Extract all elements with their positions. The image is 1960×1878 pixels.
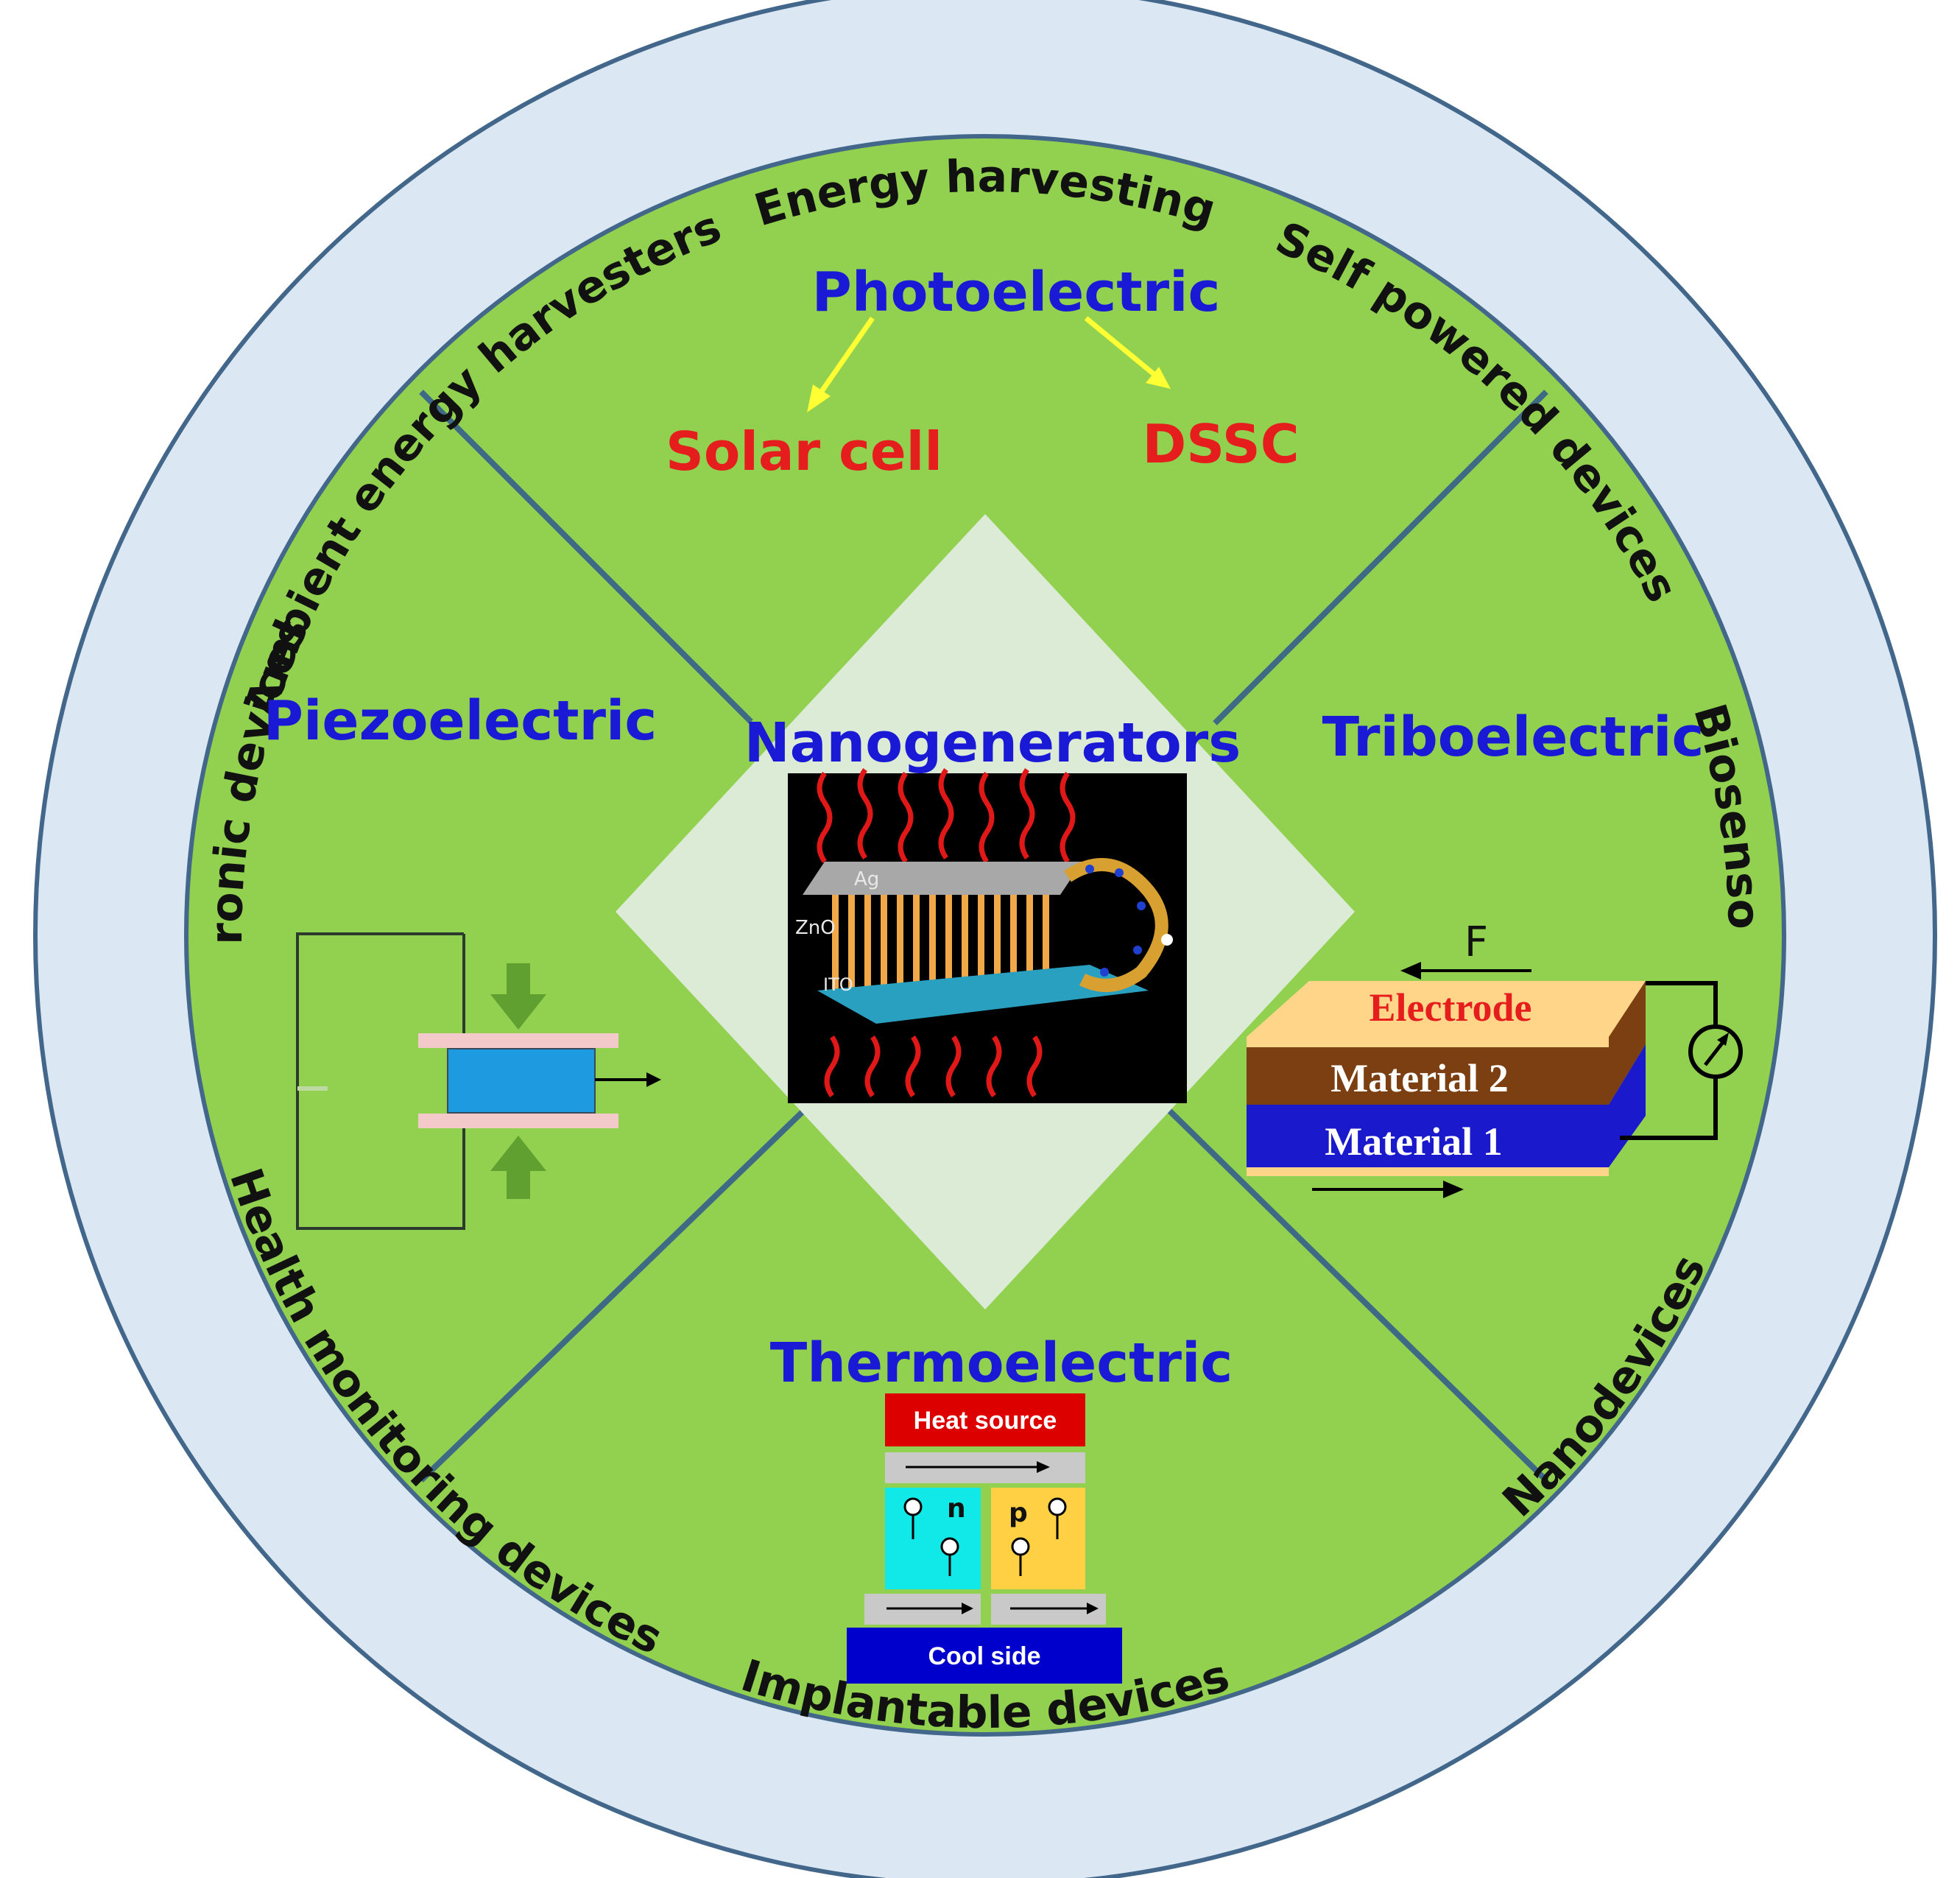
hole-carriers	[1011, 1497, 1067, 1576]
heat-source-label: Heat source	[914, 1407, 1057, 1435]
force-arrow-head	[1400, 962, 1421, 980]
bottom-electrode	[1247, 1167, 1609, 1176]
thermo-device: Heat source n p Cool side	[847, 1393, 1122, 1684]
zno-nanowires	[832, 895, 1049, 991]
photoelectric-arrows	[807, 316, 1171, 412]
piezo-top-plate	[418, 1033, 618, 1048]
tribo-device: F Electrode Material 2 Material 1	[1247, 918, 1743, 1198]
tribo-circuit	[1646, 981, 1718, 1027]
material-1-label: Material 1	[1325, 1119, 1502, 1164]
p-label: p	[1009, 1498, 1028, 1528]
piezo-device	[296, 932, 661, 1230]
piezoelectric-title: Piezoelectric	[264, 689, 657, 753]
compress-arrow-down	[490, 963, 546, 1030]
piezo-crystal	[447, 1048, 596, 1114]
thermoelectric-title: Thermoelectric	[770, 1332, 1233, 1395]
piezo-bottom-plate	[418, 1114, 618, 1128]
dssc-label: DSSC	[1142, 413, 1299, 475]
compress-arrow-up	[490, 1136, 546, 1199]
n-label: n	[947, 1494, 966, 1524]
material-2-layer	[1247, 1047, 1609, 1105]
sector-dividers	[419, 390, 1548, 1483]
ito-label: ITO	[823, 974, 853, 995]
p-type-leg	[991, 1488, 1085, 1589]
tribo-side-blue	[1609, 1044, 1646, 1167]
nanogenerators-title: Nanogenerators	[744, 711, 1241, 775]
heat-waves-top	[817, 767, 1076, 864]
solar-cell-label: Solar cell	[666, 421, 942, 482]
ag-electrode	[803, 862, 1082, 895]
load-bulb	[1161, 934, 1173, 946]
photoelectric-title: Photoelectric	[812, 261, 1221, 324]
material-2-label: Material 2	[1330, 1056, 1508, 1100]
tribo-side-brown	[1609, 981, 1646, 1105]
ito-substrate	[817, 965, 1149, 1024]
nanowire-image: Ag ZnO ITO	[788, 767, 1187, 1103]
cool-side-label: Cool side	[928, 1642, 1040, 1670]
force-label: F	[1464, 918, 1488, 966]
slide-arrow-head	[1443, 1181, 1464, 1198]
triboelectric-title: Triboelectric	[1322, 706, 1705, 769]
electron-carriers	[903, 1497, 959, 1576]
electrode-front	[1247, 1037, 1609, 1047]
ag-label: Ag	[854, 868, 879, 890]
cool-side-block	[847, 1628, 1122, 1684]
heat-waves-bottom	[824, 1035, 1043, 1098]
external-wire	[1064, 858, 1168, 992]
heat-source-block	[885, 1393, 1085, 1446]
electrode-label: Electrode	[1369, 985, 1532, 1030]
n-type-leg	[885, 1488, 981, 1589]
electrode-top	[1247, 981, 1646, 1037]
zno-label: ZnO	[795, 917, 836, 939]
material-1-layer	[1247, 1105, 1609, 1167]
